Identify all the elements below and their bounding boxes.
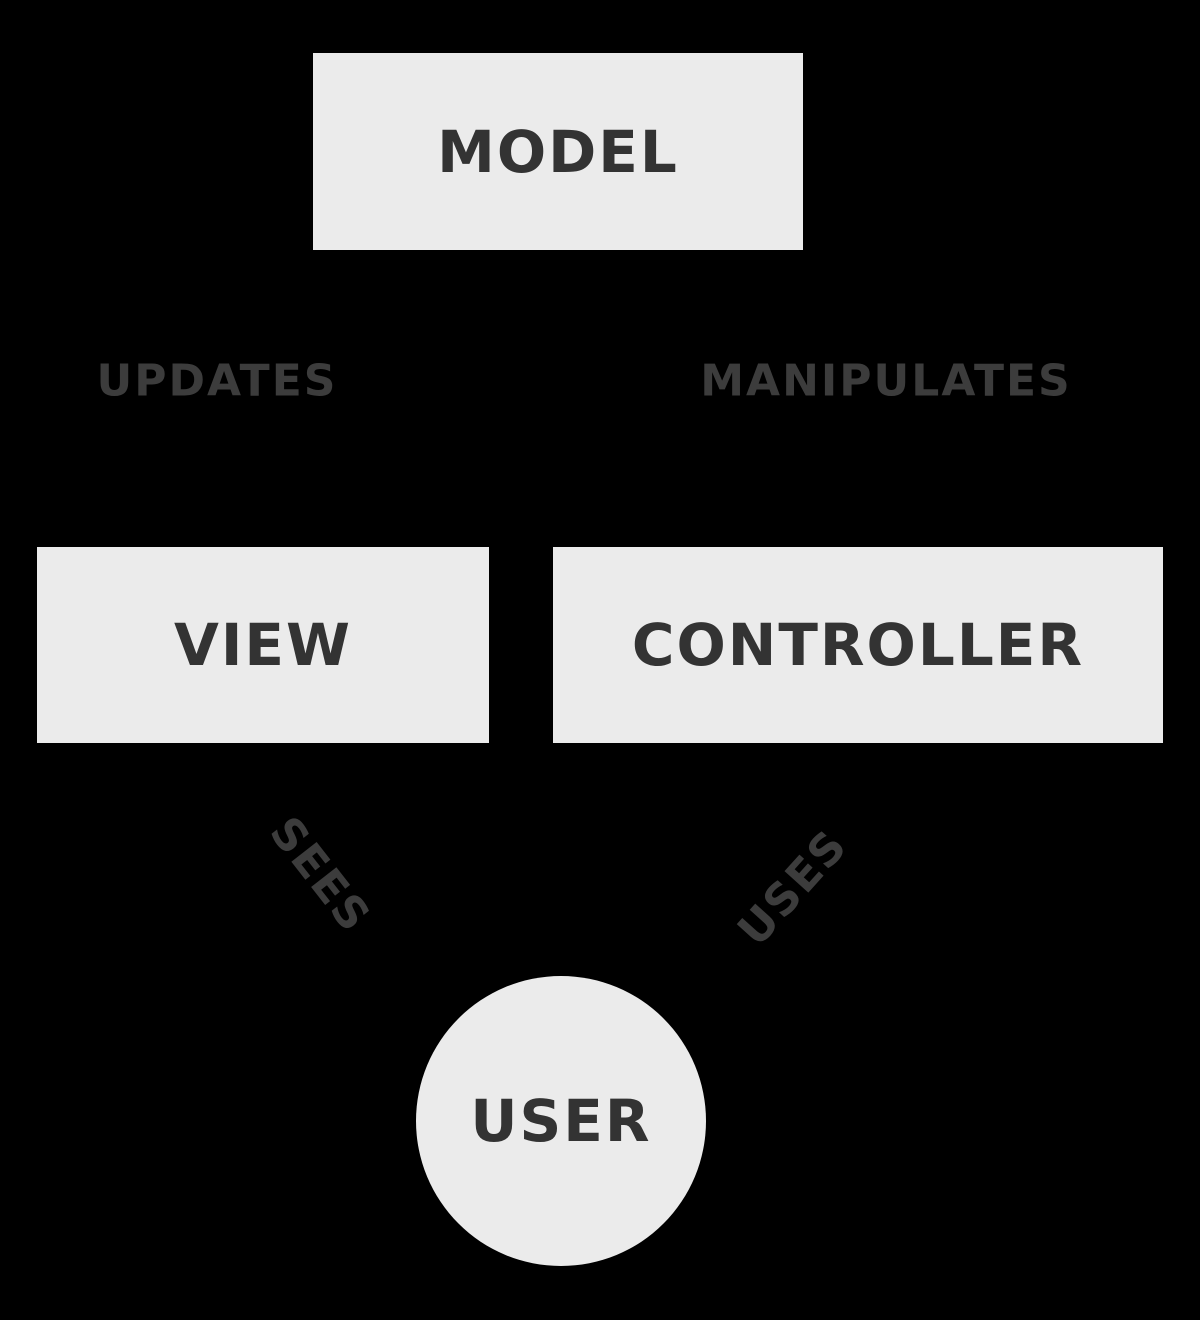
- model-node-label: MODEL: [437, 117, 679, 186]
- controller-node: CONTROLLER: [553, 547, 1163, 743]
- view-node-label: VIEW: [173, 611, 353, 679]
- view-node: VIEW: [37, 547, 489, 743]
- manipulates-edge-label: MANIPULATES: [700, 355, 1072, 407]
- user-node: USER: [416, 976, 706, 1266]
- controller-node-label: CONTROLLER: [631, 611, 1085, 679]
- sees-edge-label: SEES: [259, 807, 381, 943]
- updates-edge-label: UPDATES: [96, 355, 338, 407]
- user-node-label: USER: [470, 1087, 652, 1155]
- model-node: MODEL: [313, 53, 803, 250]
- uses-edge-label: USES: [728, 819, 858, 957]
